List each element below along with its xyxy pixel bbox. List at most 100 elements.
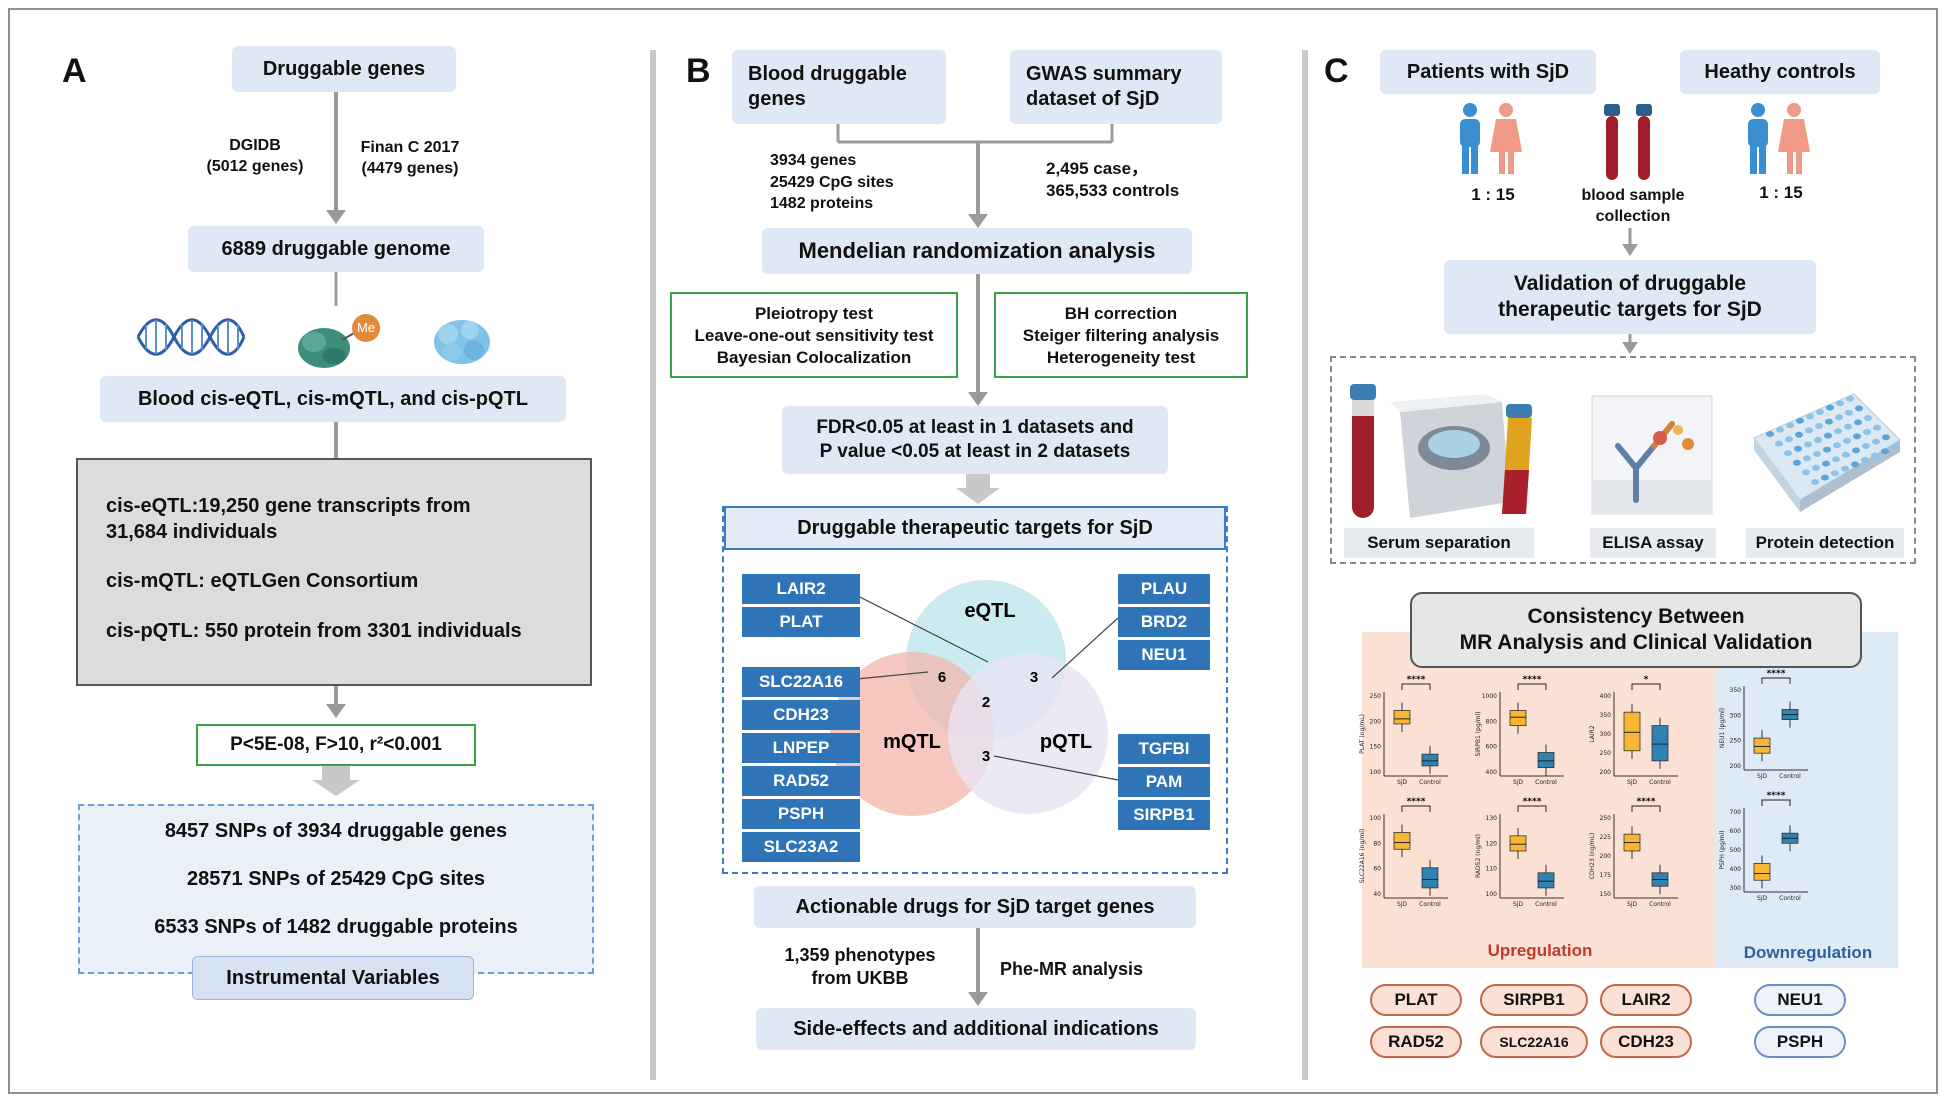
- boxplot-y-label: SLC22A16 (ng/ml): [1359, 829, 1366, 883]
- boxplot-x-label-control: Control: [1779, 895, 1801, 902]
- blood-tubes-icon: [1604, 104, 1652, 180]
- boxplot-tick-label: 100: [1370, 769, 1382, 776]
- bayesian-colocalization: Bayesian Colocalization: [716, 348, 912, 368]
- instrumental-variables-box: Instrumental Variables: [192, 956, 474, 1000]
- patients-ratio: 1 : 15: [1471, 185, 1515, 204]
- down-gene-psph: PSPH: [1754, 1026, 1846, 1058]
- microplate-well: [1873, 424, 1881, 431]
- microplate-well: [1811, 479, 1819, 485]
- counts-line-2: 25429 CpG sites: [770, 173, 894, 191]
- boxplot-y-label: SIRPB1 (pg/ml): [1475, 711, 1482, 756]
- microplate-well: [1851, 461, 1859, 468]
- boxplot-y-label: PLAT (ng/mL): [1359, 714, 1366, 754]
- venn-count-mp: 3: [982, 748, 990, 765]
- microplate-wells: [1766, 395, 1899, 485]
- boxplot-x-label-control: Control: [1649, 779, 1671, 786]
- boxplot-tick-label: 500: [1730, 847, 1742, 854]
- qtl-box: Blood cis-eQTL, cis-mQTL, and cis-pQTL: [100, 376, 566, 422]
- protein-detection-label: Protein detection: [1746, 528, 1904, 558]
- consistency-title-box: Consistency Between MR Analysis and Clin…: [1410, 592, 1862, 668]
- boxplot-tick-label: 250: [1730, 738, 1742, 745]
- boxplot-x-label-control: Control: [1535, 779, 1557, 786]
- validation-line-2: therapeutic targets for SjD: [1498, 298, 1762, 321]
- serum-separation-label: Serum separation: [1344, 528, 1534, 558]
- microplate-well: [1816, 409, 1824, 415]
- microplate-well: [1775, 440, 1783, 447]
- heterogeneity-test: Heterogeneity test: [1046, 348, 1196, 368]
- boxplot-x-label-control: Control: [1419, 779, 1441, 786]
- boxplot-y-label: LAIR2: [1589, 725, 1596, 743]
- boxplot-tick-label: 400: [1730, 866, 1742, 873]
- microplate-well: [1854, 419, 1862, 426]
- microplate-well: [1823, 446, 1831, 453]
- controls-box: Heathy controls: [1680, 50, 1880, 94]
- microplate-well: [1812, 465, 1820, 471]
- eqtl-source-text: cis-eQTL:19,250 gene transcripts from 31…: [106, 493, 576, 545]
- microplate-well: [1836, 400, 1844, 407]
- boxplot-tick-label: 175: [1600, 872, 1612, 879]
- up-gene-sirpb1: SIRPB1: [1480, 984, 1588, 1016]
- boxplot-x-label-sjd: SjD: [1513, 779, 1523, 786]
- microplate-well: [1794, 445, 1802, 452]
- me-label: Me: [356, 320, 376, 335]
- elisa-icon: [1591, 395, 1713, 515]
- phenotypes-line-2: from UKBB: [811, 968, 909, 989]
- microplate-well: [1825, 418, 1833, 425]
- microplate-well: [1826, 404, 1834, 411]
- microplate-well: [1776, 426, 1784, 433]
- microplate-well: [1795, 431, 1803, 438]
- blood-sample-line-1: blood sample: [1581, 187, 1685, 204]
- divider-ab: [650, 50, 656, 1080]
- boxplot-tick-label: 200: [1730, 763, 1742, 770]
- boxplot-tick-label: 350: [1600, 712, 1612, 719]
- gwas-cases-text: 2,495 case， 365,533 controls: [1046, 158, 1226, 202]
- microplate-well: [1846, 395, 1854, 402]
- cases-line-1: 2,495 case，: [1046, 159, 1149, 178]
- microplate-well: [1766, 431, 1774, 437]
- validation-box: Validation of druggable therapeutic targ…: [1444, 260, 1816, 334]
- boxplot-significance-bracket: [1401, 805, 1431, 812]
- patients-box: Patients with SjD: [1380, 50, 1596, 94]
- boxplot-tick-label: 120: [1486, 840, 1498, 847]
- boxplot-tick-label: 300: [1730, 712, 1742, 719]
- lab-methods-panel: [1330, 356, 1916, 564]
- microplate-well: [1882, 434, 1890, 441]
- snps-proteins-text: 6533 SNPs of 1482 druggable proteins: [154, 916, 518, 938]
- boxplot-significance: ****: [1407, 797, 1426, 807]
- boxplot-box-control: [1537, 872, 1555, 889]
- microplate-well: [1845, 409, 1853, 416]
- sensitivity-tests-text: Pleiotropy test Leave-one-out sensitivit…: [670, 303, 958, 369]
- druggable-genome-box: 6889 druggable genome: [188, 226, 484, 272]
- figure-frame: [8, 8, 1938, 1094]
- microplate-well: [1814, 437, 1822, 443]
- snp-summary-box: [78, 804, 594, 974]
- boxplot-tick-label: 200: [1600, 769, 1612, 776]
- qtl-source-box: [76, 458, 592, 686]
- microplate-well: [1784, 450, 1792, 457]
- boxplot-tick-label: 100: [1486, 891, 1498, 898]
- boxplot-y-label: RAD52 (ng/ml): [1475, 834, 1482, 878]
- upregulation-panel: [1362, 632, 1716, 968]
- boxplot-tick-label: 250: [1600, 750, 1612, 757]
- boxplot-box-sjd: [1753, 863, 1771, 881]
- boxplot-tick-label: 350: [1730, 687, 1742, 694]
- microplate-well: [1843, 437, 1851, 444]
- boxplot-x-label-sjd: SjD: [1397, 779, 1407, 786]
- boxplot-x-label-sjd: SjD: [1513, 901, 1523, 908]
- venn-label-mqtl: mQTL: [883, 731, 941, 753]
- counts-line-1: 3934 genes: [770, 152, 857, 169]
- boxplot-box-sjd: [1623, 711, 1641, 752]
- boxplot-significance: ****: [1523, 797, 1542, 807]
- protein-icon: [434, 320, 490, 364]
- microplate-well: [1796, 417, 1804, 424]
- boxplot-y-label: NEU1 (pg/ml): [1719, 708, 1726, 748]
- microplate-well: [1786, 422, 1794, 429]
- boxplot-significance-bracket: [1517, 805, 1547, 812]
- venn-pqtl-circle: [948, 654, 1108, 814]
- gene-chip-slc22a16: SLC22A16: [742, 667, 860, 697]
- microplate-well: [1834, 428, 1842, 435]
- microplate-well: [1821, 474, 1829, 481]
- boxplot-significance-bracket: [1631, 683, 1661, 690]
- gene-chip-cdh23: CDH23: [742, 700, 860, 730]
